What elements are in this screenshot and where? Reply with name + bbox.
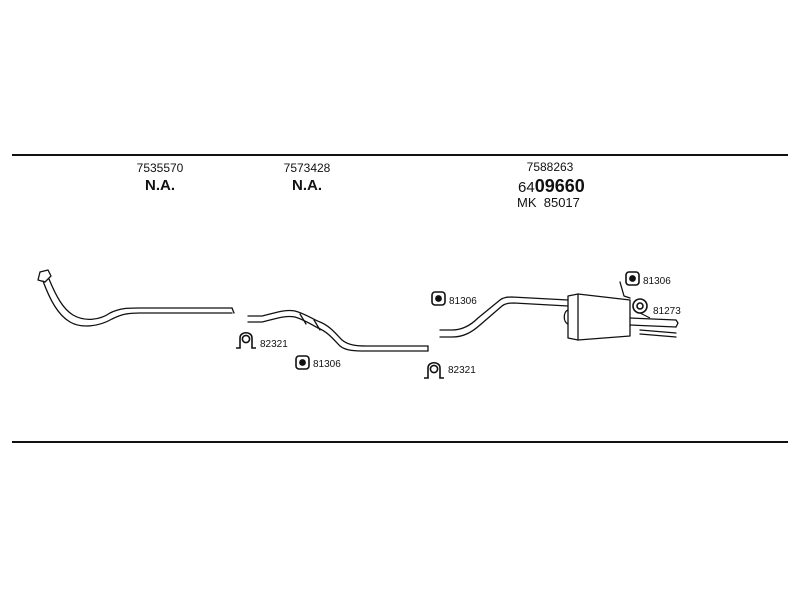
oem-number-rear-silencer: 6409660 [518,177,585,195]
pipe-clamp-icon [424,361,444,379]
mk-label: MK [517,195,537,210]
mk-value: 85017 [543,195,580,210]
middle-pipe-weld [299,313,321,331]
status-middle-pipe: N.A. [292,177,322,194]
rear-silencer [563,293,679,341]
rubber-hanger-icon [295,355,310,370]
rubber-ring-icon [632,298,648,314]
fitting-hanger-center: 81306 [449,296,477,307]
tail-pipe [629,317,677,328]
middle-pipe [247,309,429,352]
fitting-hanger-mid: 81306 [313,359,341,370]
rubber-hanger-icon [625,271,640,286]
status-front-pipe: N.A. [145,177,175,194]
mk-number-rear-silencer: MK 85017 [517,196,580,209]
rubber-hanger-icon [431,291,446,306]
part-number-middle-pipe: 7573428 [283,161,331,175]
top-rule [12,154,788,156]
oem-main: 09660 [534,176,585,196]
bottom-rule [12,441,788,443]
silencer-hook [619,281,631,299]
fitting-clamp-left: 82321 [260,339,288,350]
front-pipe-flange [37,269,52,283]
part-number-rear-silencer: 7588263 [526,160,574,174]
fitting-clamp-center: 82321 [448,365,476,376]
rear-pipe [439,296,569,338]
pipe-clamp-icon [236,331,256,349]
front-pipe [37,269,235,327]
oem-prefix: 64 [518,179,535,196]
fitting-ring-right: 81273 [653,306,681,317]
fitting-hanger-right-top: 81306 [643,276,671,287]
part-number-front-pipe: 7535570 [136,161,184,175]
